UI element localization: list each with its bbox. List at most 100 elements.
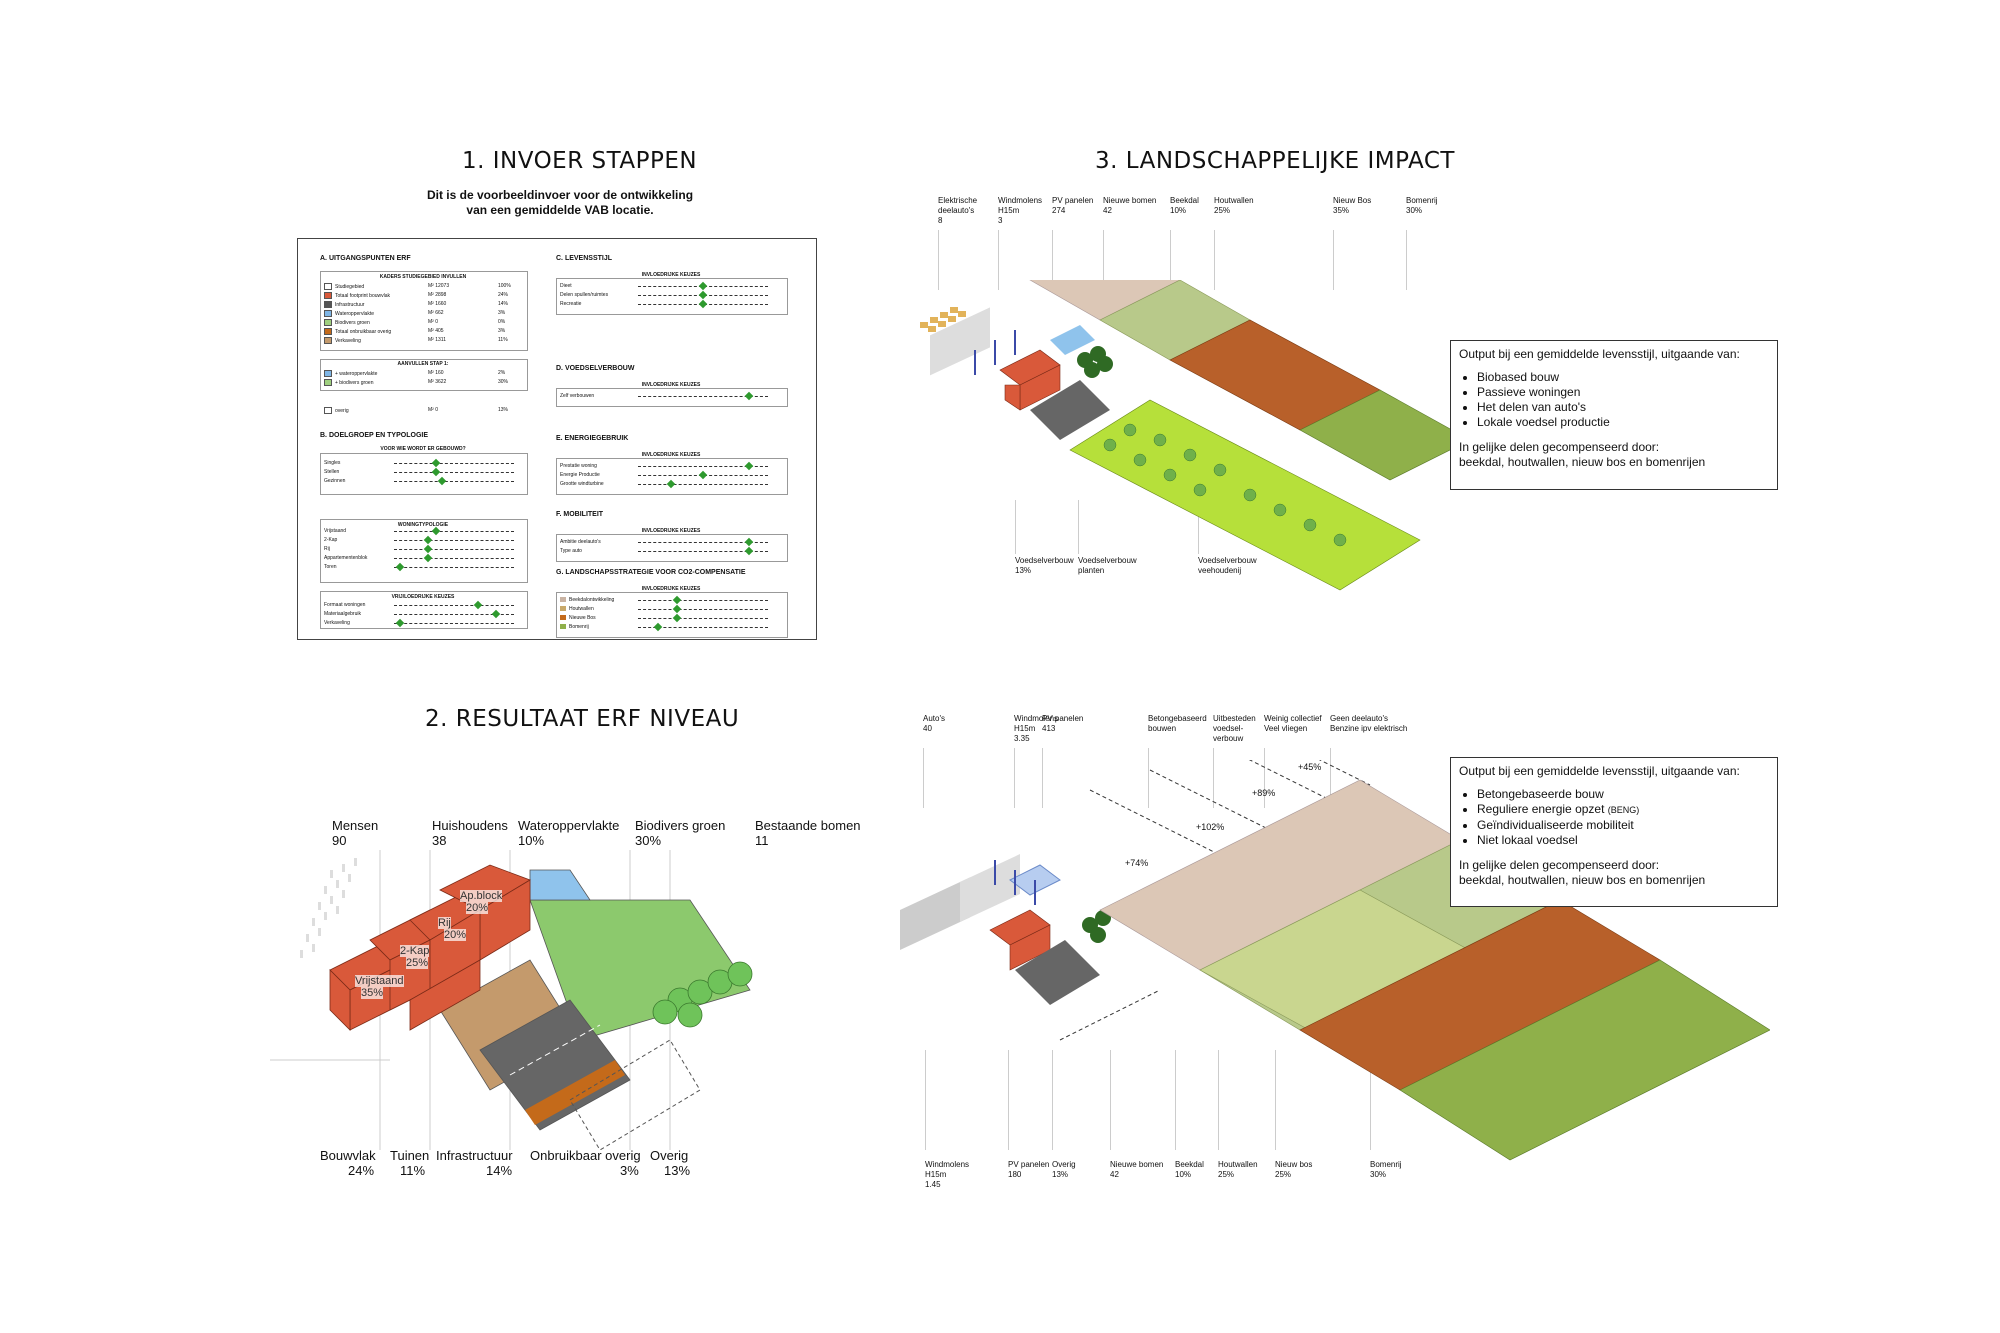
panel-b-box2	[320, 519, 528, 583]
output2-title: Output bij een gemiddelde levensstijl, u…	[1459, 764, 1740, 778]
erf-row-pct: 3%	[498, 310, 506, 316]
impact-bottom2-label: Overig 13%	[1052, 1160, 1076, 1179]
erf-row-swatch	[324, 301, 332, 308]
output2-footer2: beekdal, houtwallen, nieuw bos en bomenr…	[1459, 873, 1706, 887]
erf-row: Wateroppervlakte	[324, 310, 374, 317]
impact-top2-label: Windmolens H15m 3.35	[1014, 714, 1059, 743]
output2-item: Reguliere energie opzet (BENG)	[1477, 802, 1769, 818]
erf-row-swatch	[324, 328, 332, 335]
impact-bottom2-label-line	[1218, 1050, 1219, 1150]
output2-list: Betongebaseerde bouwReguliere energie op…	[1459, 787, 1769, 848]
panel-a-overig-pct: 13%	[498, 407, 509, 413]
erf-row: Totaal onbruikbaar overig	[324, 328, 391, 335]
erf-bottom-value: 3%	[620, 1163, 639, 1178]
section1-subtitle-1: Dit is de voorbeeldinvoer voor de ontwik…	[426, 188, 694, 202]
impact-top-label-line	[1170, 230, 1171, 290]
panel-e-head: INVLOEDRIJKE KEUZES	[641, 452, 701, 458]
erf-top-label: Wateroppervlakte	[518, 818, 620, 833]
impact-bottom2-label-line	[1052, 1050, 1053, 1150]
slider-track	[394, 467, 514, 477]
impact-top2-label-line	[1330, 748, 1331, 808]
overig-swatch	[324, 407, 332, 414]
impact-bottom2-label: PV panelen 180	[1008, 1160, 1050, 1179]
erf-row-value: M² 1311	[428, 337, 446, 343]
water-area	[529, 869, 591, 901]
output1-list: Biobased bouwPassieve woningenHet delen …	[1459, 370, 1769, 430]
houses-small	[999, 349, 1061, 411]
output2-item: Niet lokaal voedsel	[1477, 833, 1769, 848]
growth-pct-label: +45%	[1298, 762, 1322, 772]
trees-small-2	[1082, 910, 1111, 943]
slider-label-text: Beekdalontwikkeling	[569, 597, 615, 603]
slider-track	[394, 600, 514, 610]
slider-label: Houtwallen	[560, 606, 594, 612]
impact-top2-label: Geen deelauto's Benzine ipv elektrisch	[1330, 714, 1408, 733]
erf-bottom-value: 13%	[664, 1163, 691, 1178]
slider-track	[638, 299, 768, 309]
slider-label: Energie Productie	[560, 472, 600, 478]
panel-f-box	[556, 534, 788, 562]
output1-item: Biobased bouw	[1477, 370, 1769, 385]
erf-top-value: 11	[755, 833, 769, 848]
impact-top-label-line	[1406, 230, 1407, 290]
slider-label: Singles	[324, 460, 341, 466]
erf-row-value: M² 12073	[428, 283, 450, 289]
erf-row-swatch	[324, 337, 332, 344]
slider-label: Gezinnen	[324, 478, 346, 484]
erf-bottom-label: Onbruikbaar overig	[530, 1148, 641, 1163]
slider-label: Delen spullen/ruimtes	[560, 292, 608, 298]
impact-top-label: PV panelen 274	[1052, 196, 1094, 215]
erf-row-swatch	[324, 292, 332, 299]
erf-row-value: M² 662	[428, 310, 444, 316]
growth-pct-label: +74%	[1125, 858, 1149, 868]
erf-row-value: M² 3622	[428, 379, 447, 385]
growth-dash-lines	[1059, 760, 1371, 1041]
trees-small	[1077, 346, 1113, 378]
erf-bottom-value: 24%	[348, 1163, 375, 1178]
slider-label: Recreatie	[560, 301, 581, 307]
panel-a-title: A. UITGANGSPUNTEN ERF	[320, 255, 411, 262]
water-small	[1050, 325, 1095, 355]
erf-row: Studiegebied	[324, 283, 364, 290]
erf-top-label: Biodivers groen	[635, 818, 726, 833]
impact-top-label-line	[1103, 230, 1104, 290]
output2-item-suffix: (BENG)	[1607, 805, 1640, 815]
erf-bottom-label: Overig	[650, 1148, 689, 1163]
slider-track	[394, 609, 514, 619]
house-value: 35%	[361, 987, 384, 999]
impact-top2-label-line	[1014, 748, 1015, 808]
slider-label: Rij	[324, 546, 330, 552]
impact-bottom2-label-line	[1370, 1050, 1371, 1150]
slider-track	[394, 526, 514, 536]
impact-drawing-sustainable	[920, 280, 1470, 591]
erf-row-value: M² 2898	[428, 292, 447, 298]
slider-swatch	[560, 624, 566, 630]
bomenrij-field-2	[1399, 959, 1770, 1161]
slider-track	[638, 595, 768, 605]
erf-row-pct: 3%	[498, 328, 506, 334]
erf-row-value: M² 1660	[428, 301, 447, 307]
house-label: 2-Kap	[400, 945, 430, 957]
slider-track	[638, 391, 768, 401]
slider-track	[638, 470, 768, 480]
slider-label-text: Houtwallen	[569, 606, 594, 612]
impact-top2-label-line	[1042, 748, 1043, 808]
slider-swatch	[560, 606, 566, 612]
panel-d-head: INVLOEDRIJKE KEUZES	[641, 382, 701, 388]
output1-item: Passieve woningen	[1477, 385, 1769, 400]
impact-mid-label: Voedselverbouw planten	[1078, 556, 1137, 575]
house-label: Vrijstaand	[355, 975, 404, 987]
impact-bottom2-label: Bomenrij 30%	[1370, 1160, 1402, 1179]
impact-top2-label: Auto's 40	[923, 714, 945, 733]
slider-track	[638, 537, 768, 547]
slider-track	[394, 618, 514, 628]
impact-bottom2-label-line	[1008, 1050, 1009, 1150]
impact-top-label: Bomenrij 30%	[1406, 196, 1438, 215]
erf-row-pct: 14%	[498, 301, 509, 307]
impact-top-label: Nieuw Bos 35%	[1333, 196, 1372, 215]
slider-label: Ambitie deelauto's	[560, 539, 601, 545]
erf-top-label: Mensen	[332, 818, 379, 833]
impact-bottom2-label: Houtwallen 25%	[1218, 1160, 1258, 1179]
overig-outline	[569, 1039, 701, 1150]
existing-trees	[652, 961, 753, 1028]
